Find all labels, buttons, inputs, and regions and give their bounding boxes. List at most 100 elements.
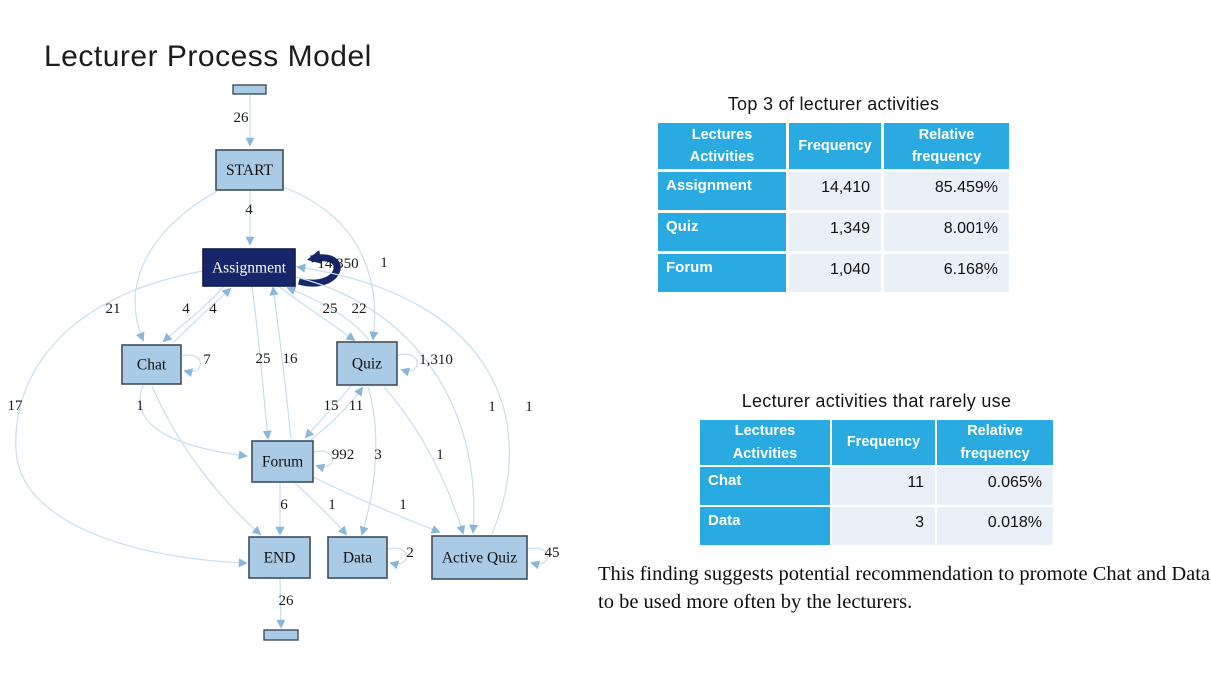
table-0-row-0-cell-1: 14,410 [789, 172, 881, 210]
diagram-node-assignment [202, 248, 296, 287]
diagram-edge-label-forum-activequiz: 1 [399, 497, 407, 513]
table-title-1: Lecturer activities that rarely use [741, 391, 1012, 411]
table-0-header-0: Lectures Activities [658, 123, 786, 169]
diagram-edge-label-chat-selfloop: 7 [203, 352, 211, 368]
table-0-row-2-cell-1: 1,040 [789, 254, 881, 292]
diagram-edge-label-forum-assignment: 16 [283, 351, 299, 367]
diagram-edge-chat-selfloop [181, 354, 201, 378]
diagram-edge-quiz-assignment [286, 286, 370, 341]
diagram-edge-label-quiz-selfloop: 1,310 [419, 352, 453, 368]
diagram-edge-quiz-selfloop [397, 353, 418, 377]
diagram-edge-label-forum-quiz: 11 [349, 398, 363, 414]
diagram-node-entry-marker [232, 84, 267, 95]
diagram-edge-quiz-forum [304, 385, 352, 439]
diagram-node-exit-marker [263, 629, 299, 641]
diagram-edge-label-chat-forum: 1 [136, 398, 144, 414]
diagram-edge-assignment-end [15, 270, 248, 568]
diagram-node-data [327, 536, 388, 579]
diagram-edge-assignment-activequiz [295, 276, 479, 534]
diagram-edge-label-data-selfloop: 2 [406, 545, 414, 561]
diagram-node-end [248, 536, 311, 579]
table-1-row-0-cell-1: 11 [832, 467, 935, 505]
diagram-edge-assignment-forum [251, 285, 272, 440]
table-1-row-1-cell-2: 0.018% [937, 507, 1053, 545]
diagram-edge-quiz-activequiz [383, 386, 466, 535]
diagram-edge-label-assignment-chat: 4 [182, 301, 190, 317]
table-1-row-1-cell-0: Data [700, 507, 830, 545]
diagram-edge-label-assignment-quiz: 25 [323, 301, 338, 317]
table-1-header-0: Lectures Activities [700, 420, 830, 465]
diagram-edge-label-quiz-data: 3 [374, 447, 382, 463]
diagram-edge-chat-assignment [173, 287, 232, 343]
diagram-node-label-active-quiz: Active Quiz [442, 550, 517, 567]
diagram-edge-label-quiz-activequiz: 1 [436, 447, 444, 463]
diagram-edge-start-chat [134, 189, 220, 342]
diagram-edge-label-entry-start: 26 [234, 110, 250, 126]
diagram-edge-label-forum-data: 1 [328, 497, 336, 513]
table-1-row-0-cell-2: 0.065% [937, 467, 1053, 505]
diagram-node-start [215, 149, 284, 191]
diagram-node-forum [251, 440, 314, 483]
diagram-edge-forum-activequiz [312, 476, 441, 534]
diagram-node-label-quiz: Quiz [352, 356, 382, 373]
diagram-edge-forum-selfloop [313, 450, 333, 473]
diagram-node-label-forum: Forum [262, 454, 303, 471]
diagram-edge-start-quiz [282, 186, 379, 341]
diagram-node-label-assignment: Assignment [212, 260, 287, 277]
finding-note: This finding suggests potential recommen… [598, 563, 1211, 614]
diagram-node-active-quiz [431, 535, 528, 580]
page-title: Lecturer Process Model [44, 40, 372, 73]
table-1-row-0-cell-0: Chat [700, 467, 830, 505]
diagram-edge-activequiz-selfloop [527, 547, 548, 570]
diagram-edge-label-forum-selfloop: 992 [332, 447, 355, 463]
table-0-row-0-cell-2: 85.459% [884, 172, 1009, 210]
diagram-edge-label-chat-assignment: 4 [209, 301, 217, 317]
diagram-edge-assignment-chat [162, 285, 225, 343]
diagram-edge-label-start-chat: 21 [106, 301, 121, 317]
table-0-header-2: Relative frequency [884, 123, 1009, 169]
diagram-edge-label-assignment-selfloop: 14,350 [317, 256, 358, 272]
table-title-0: Top 3 of lecturer activities [727, 94, 940, 114]
diagram-edge-forum-data [294, 482, 348, 536]
table-0-row-2-cell-0: Forum [658, 254, 786, 292]
diagram-edge-label-assignment-end: 17 [8, 398, 24, 414]
diagram-node-label-data: Data [343, 550, 372, 567]
table-0-row-1-cell-2: 8.001% [884, 213, 1009, 251]
diagram-node-label-chat: Chat [137, 357, 167, 374]
diagram-edge-label-quiz-forum: 15 [324, 398, 339, 414]
diagram-edge-label-end-exit: 26 [279, 593, 295, 609]
diagram-node-quiz [336, 341, 398, 386]
diagram-edge-chat-forum [139, 384, 248, 460]
diagram-edge-label-start-assignment: 4 [245, 202, 253, 218]
diagram-edge-end-exit [276, 577, 286, 629]
table-0-header-1: Frequency [789, 123, 881, 169]
diagram-edge-activequiz-assignment [296, 263, 510, 535]
table-1-header-1: Frequency [832, 420, 935, 465]
table-1-header-2: Relative frequency [937, 420, 1053, 465]
diagram-node-chat [121, 344, 182, 385]
diagram-edge-label-activequiz-selfloop: 45 [545, 545, 560, 561]
table-0-row-2-cell-2: 6.168% [884, 254, 1009, 292]
diagram-edge-quiz-data [359, 386, 377, 536]
diagram-edge-assignment-selfloop [298, 250, 341, 287]
table-0-row-0-cell-0: Assignment [658, 172, 786, 210]
diagram-edge-data-selfloop [387, 547, 407, 570]
table-0-row-1-cell-1: 1,349 [789, 213, 881, 251]
diagram-edge-forum-quiz [310, 386, 364, 441]
diagram-node-label-end: END [264, 550, 296, 567]
diagram-edge-label-assignment-activequiz: 1 [488, 399, 496, 415]
diagram-edges [15, 95, 548, 629]
table-1-row-1-cell-1: 3 [832, 507, 935, 545]
diagram-edge-label-activequiz-assignment: 1 [525, 399, 533, 415]
diagram-edge-forum-assignment [269, 286, 292, 440]
diagram-edge-label-start-quiz: 1 [380, 255, 388, 271]
diagram-edge-label-assignment-forum: 25 [256, 351, 271, 367]
diagram-node-label-start: START [226, 162, 273, 179]
